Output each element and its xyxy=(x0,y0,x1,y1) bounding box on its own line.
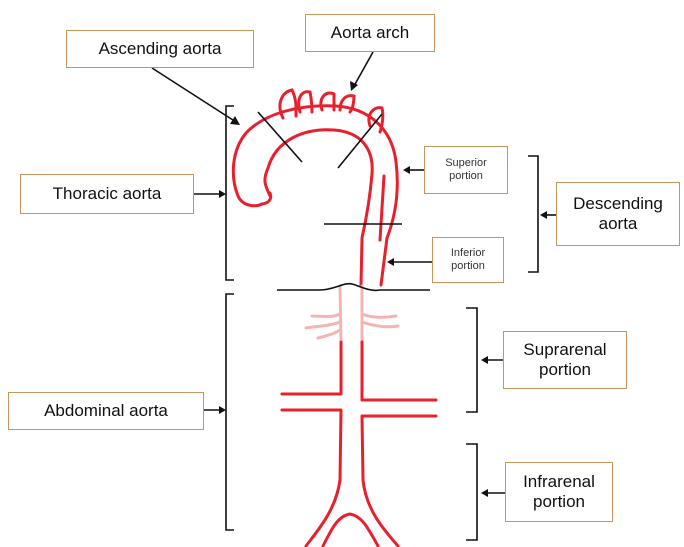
ascending-aorta-text: Ascending aorta xyxy=(99,39,222,59)
infrarenal-arrowhead xyxy=(481,489,488,497)
ascending-aorta-label: Ascending aorta xyxy=(66,30,254,68)
faded-branch xyxy=(306,322,340,328)
superior-portion-label: Superior portion xyxy=(424,146,508,194)
infrarenal-portion-label: Infrarenal portion xyxy=(505,462,613,522)
superior-arrowhead xyxy=(403,166,410,174)
faded-branch xyxy=(318,330,340,338)
abdominal-aorta-text: Abdominal aorta xyxy=(44,401,168,421)
branch-3 xyxy=(321,93,334,110)
descending-arrowhead xyxy=(540,211,547,219)
aorta-vessel xyxy=(233,106,397,285)
faded-diaphragm-vessels xyxy=(306,286,398,342)
inferior-portion-text: Inferior portion xyxy=(451,247,485,273)
inferior-arrowhead xyxy=(387,258,394,266)
arch-arrow-shaft xyxy=(354,52,373,86)
aorta-arch-text: Aorta arch xyxy=(331,23,409,43)
abdominal-arrowhead xyxy=(219,406,226,414)
abdominal-right-wall xyxy=(362,342,436,546)
faded-branch xyxy=(362,314,396,317)
descending-bracket xyxy=(528,156,538,272)
suprarenal-portion-label: Suprarenal portion xyxy=(503,331,627,389)
faded-branch xyxy=(362,322,398,327)
infrarenal-portion-text: Infrarenal portion xyxy=(523,472,595,512)
arrowheads xyxy=(219,81,547,497)
branch-4 xyxy=(340,96,354,112)
ascending-arrowhead xyxy=(230,116,240,125)
aorta-inner-wall xyxy=(265,130,372,285)
infrarenal-bracket xyxy=(466,444,477,540)
arch-descending-divider xyxy=(338,114,382,168)
descending-aorta-text: Descending aorta xyxy=(573,194,663,234)
branch-1 xyxy=(280,90,296,118)
aorta-outer-wall xyxy=(233,106,397,285)
thoracic-aorta-text: Thoracic aorta xyxy=(53,184,162,204)
diaphragm-line xyxy=(277,284,430,291)
thoracic-bracket xyxy=(226,106,234,280)
abdominal-aorta-vessel xyxy=(282,342,436,546)
suprarenal-arrowhead xyxy=(481,356,488,364)
bifurcation xyxy=(323,514,378,546)
arch-branches xyxy=(280,90,383,132)
abdominal-bracket xyxy=(226,294,234,530)
faded-branch xyxy=(312,314,340,317)
descending-aorta-label: Descending aorta xyxy=(556,182,680,246)
suprarenal-portion-text: Suprarenal portion xyxy=(523,340,606,380)
abdominal-left-wall xyxy=(282,342,341,546)
annotations xyxy=(152,52,556,540)
aorta-arch-label: Aorta arch xyxy=(305,14,435,52)
descending-right-wall xyxy=(380,176,384,240)
suprarenal-bracket xyxy=(466,308,477,412)
ascending-arrow-shaft xyxy=(152,68,236,122)
aortic-root xyxy=(262,193,271,204)
thoracic-arrowhead xyxy=(219,190,226,198)
abdominal-aorta-label: Abdominal aorta xyxy=(8,392,204,430)
thoracic-aorta-label: Thoracic aorta xyxy=(20,174,194,214)
branch-2 xyxy=(299,92,312,112)
inferior-portion-label: Inferior portion xyxy=(432,237,504,283)
superior-portion-text: Superior portion xyxy=(445,157,487,183)
